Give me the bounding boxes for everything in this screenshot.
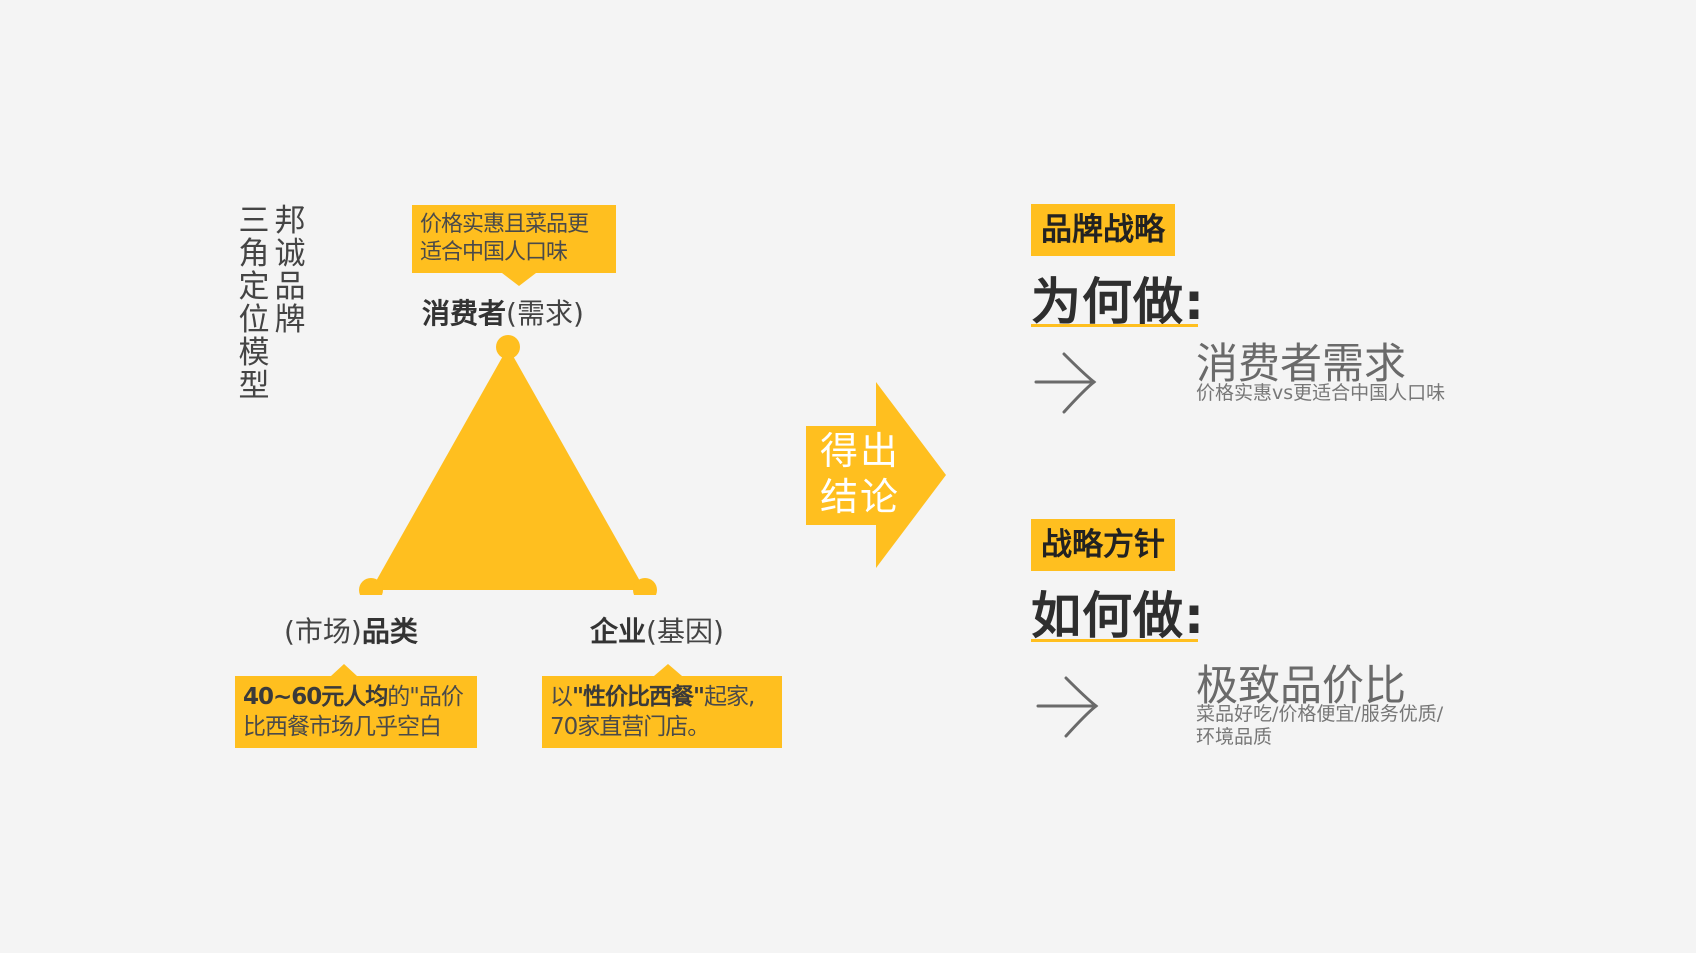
section1-heading: 为何做:: [1031, 273, 1205, 331]
section2-arrow-icon: [1036, 676, 1099, 738]
top-node-strong: 消费者: [422, 297, 507, 330]
left-callout-rest: 的"品价: [387, 684, 464, 710]
left-node-strong: 品类: [361, 615, 418, 648]
left-callout: 40~60元人均的"品价 比西餐市场几乎空白: [235, 662, 477, 748]
right-node-label: 企业(基因): [590, 610, 724, 650]
right-node-strong: 企业: [590, 615, 647, 648]
left-node-label: (市场)品类: [284, 610, 418, 650]
section2-subtitle-line1: 菜品好吃/价格便宜/服务优质/: [1196, 703, 1444, 725]
triangle-shape: [371, 347, 645, 590]
left-callout-bold: 40~60元人均: [243, 684, 388, 710]
left-callout-line2: 比西餐市场几乎空白: [243, 714, 442, 740]
top-node-light: (需求): [506, 297, 584, 330]
left-callout-pointer: [331, 664, 357, 676]
section1-title: 消费者需求: [1196, 339, 1407, 388]
section2-underline: [1031, 639, 1198, 642]
right-vertex-dot: [633, 578, 657, 595]
top-callout: 价格实惠且菜品更 适合中国人口味: [412, 205, 616, 287]
left-node-light: (市场): [284, 615, 362, 648]
right-callout-post: 起家,: [703, 684, 755, 710]
triangle-diagram: [359, 335, 657, 595]
top-node-label: 消费者(需求): [422, 292, 584, 332]
top-callout-line1: 价格实惠且菜品更: [420, 212, 589, 237]
section1-underline: [1031, 324, 1198, 327]
right-node-light: (基因): [646, 615, 724, 648]
center-arrow-line2: 结论: [820, 475, 901, 519]
vertical-title-col-2: 邦诚品牌: [274, 203, 306, 338]
right-callout-pointer: [654, 664, 682, 676]
right-callout: 以"性价比西餐"起家, 70家直营门店。: [542, 662, 782, 748]
right-callout-line2: 70家直营门店。: [550, 714, 710, 740]
top-callout-line2: 适合中国人口味: [420, 240, 568, 265]
center-arrow-label: 得出 结论: [820, 428, 900, 520]
section1-tag: 品牌战略: [1031, 204, 1175, 256]
section2-tag: 战略方针: [1031, 519, 1175, 571]
right-callout-pre: 以: [550, 684, 573, 710]
section1-subtitle: 价格实惠vs更适合中国人口味: [1196, 382, 1446, 404]
section2-heading: 如何做:: [1031, 587, 1205, 645]
section1-arrow-icon: [1034, 352, 1097, 414]
top-callout-pointer: [502, 273, 536, 286]
right-callout-bold: "性价比西餐": [572, 684, 705, 710]
center-arrow-shape: [806, 382, 946, 568]
top-vertex-dot: [496, 335, 520, 359]
left-vertex-dot: [359, 578, 383, 595]
center-arrow-line1: 得出: [820, 429, 901, 473]
section2-subtitle-line2: 环境品质: [1196, 726, 1273, 748]
vertical-title-col-1: 三角定位模型: [238, 203, 270, 404]
section2-title: 极致品价比: [1196, 661, 1407, 710]
